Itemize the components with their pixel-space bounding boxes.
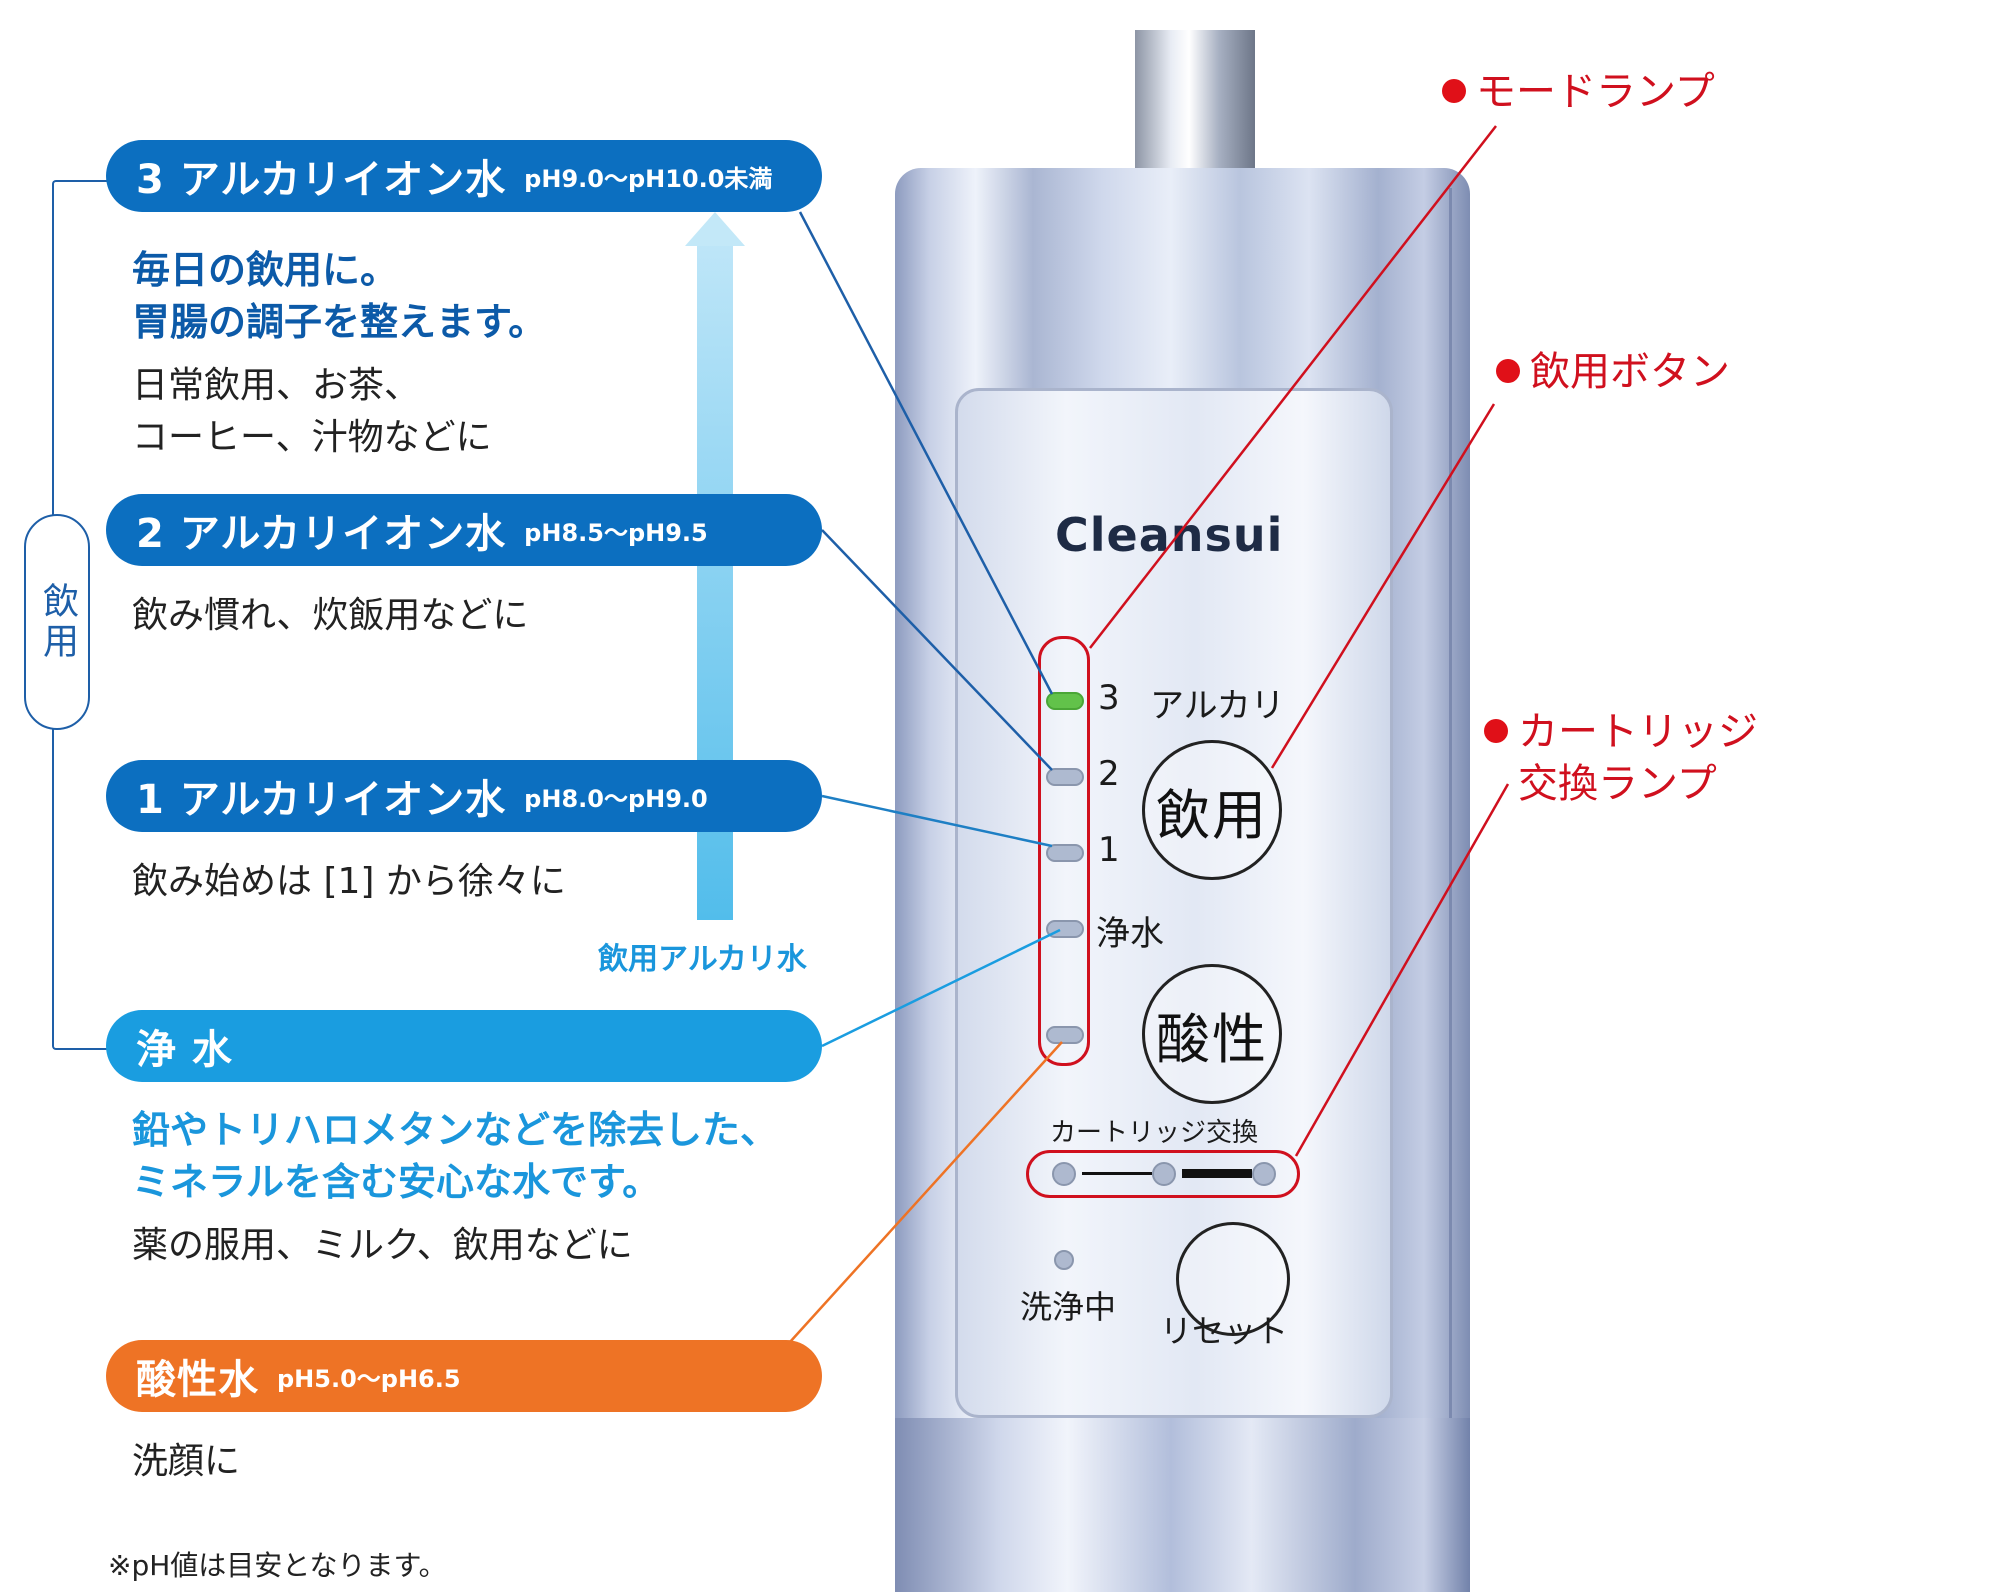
- cartridge-bar-thick: [1182, 1169, 1252, 1178]
- mode-3-headline: 毎日の飲用に。 胃腸の調子を整えます。: [132, 244, 546, 348]
- acid-pill: 酸性水 pH5.0〜pH6.5: [106, 1340, 822, 1412]
- led-label-purified: 浄水: [1096, 914, 1164, 954]
- callout-bullet-icon: [1496, 359, 1520, 383]
- callout-mode-lamp: モードランプ: [1442, 66, 1715, 118]
- device-base: [895, 1418, 1470, 1592]
- purified-usage-line: 薬の服用、ミルク、飲用などに: [132, 1225, 633, 1266]
- cartridge-bar-thin: [1082, 1172, 1152, 1175]
- purified-title: 浄 水: [136, 1027, 233, 1073]
- led-label-1: 1: [1098, 830, 1120, 870]
- purified-pill: 浄 水: [106, 1010, 822, 1082]
- drink-bracket-label: 飲用: [37, 582, 78, 662]
- callout-drink-button-text: 飲用ボタン: [1530, 349, 1730, 395]
- callout-cartridge-lamp: カートリッジ 交換ランプ: [1484, 706, 1758, 810]
- mode-2-title: 2 アルカリイオン水: [136, 511, 507, 557]
- mode-3-title: 3 アルカリイオン水: [136, 157, 507, 203]
- acid-button[interactable]: 酸性: [1142, 964, 1282, 1104]
- callout-cartridge-text-1: カートリッジ: [1518, 709, 1758, 755]
- alkaline-arrow-head: [685, 212, 745, 246]
- cartridge-label: カートリッジ交換: [1050, 1118, 1259, 1148]
- callout-mode-lamp-text: モードランプ: [1476, 69, 1715, 115]
- acid-usage: 洗顔に: [132, 1436, 240, 1488]
- drink-bracket-tab: 飲用: [24, 514, 90, 730]
- led-label-3: 3: [1098, 678, 1120, 718]
- mode-3-usage: 日常飲用、お茶、 コーヒー、汁物などに: [132, 360, 492, 464]
- mode-lamp-highlight: [1038, 636, 1090, 1066]
- led-label-alkali: アルカリ: [1150, 686, 1285, 726]
- faucet-pipe: [1135, 30, 1255, 180]
- mode-1-range: pH8.0〜pH9.0: [524, 784, 708, 813]
- acid-title: 酸性水: [136, 1357, 259, 1403]
- mode-1-title: 1 アルカリイオン水: [136, 777, 507, 823]
- mode-2-pill: 2 アルカリイオン水 pH8.5〜pH9.5: [106, 494, 822, 566]
- mode-1-usage: 飲み始めは [1] から徐々に: [132, 856, 566, 908]
- mode-1-pill: 1 アルカリイオン水 pH8.0〜pH9.0: [106, 760, 822, 832]
- mode-2-usage: 飲み慣れ、炊飯用などに: [132, 590, 528, 642]
- mode-3-headline-line: 毎日の飲用に。: [132, 248, 399, 292]
- alkaline-arrow-label: 飲用アルカリ水: [598, 942, 807, 977]
- callout-bullet-icon: [1484, 719, 1508, 743]
- cartridge-dot-2: [1152, 1162, 1176, 1186]
- led-mode-1: [1046, 844, 1084, 862]
- cartridge-dot-1: [1052, 1162, 1076, 1186]
- mode-3-pill: 3 アルカリイオン水 pH9.0〜pH10.0未満: [106, 140, 822, 212]
- acid-usage-line: 洗顔に: [132, 1441, 241, 1482]
- mode-2-range: pH8.5〜pH9.5: [524, 518, 708, 547]
- mode-1-usage-line: 飲み始めは [1] から徐々に: [132, 861, 566, 902]
- purified-usage: 薬の服用、ミルク、飲用などに: [132, 1220, 633, 1272]
- reset-button[interactable]: [1176, 1222, 1290, 1336]
- mode-3-range: pH9.0〜pH10.0未満: [524, 164, 773, 193]
- washing-lamp: [1054, 1250, 1074, 1270]
- mode-3-usage-line: 日常飲用、お茶、: [132, 365, 421, 406]
- drink-button[interactable]: 飲用: [1142, 740, 1282, 880]
- mode-2-usage-line: 飲み慣れ、炊飯用などに: [132, 595, 529, 636]
- callout-drink-button: 飲用ボタン: [1496, 346, 1730, 398]
- purified-headline-line: ミネラルを含む安心な水です。: [132, 1160, 661, 1204]
- mode-3-usage-line: コーヒー、汁物などに: [132, 417, 492, 458]
- washing-label: 洗浄中: [1020, 1288, 1117, 1326]
- purified-headline: 鉛やトリハロメタンなどを除去した、 ミネラルを含む安心な水です。: [132, 1104, 778, 1208]
- callout-cartridge-text-2: 交換ランプ: [1518, 761, 1717, 807]
- reset-label: リセット: [1160, 1312, 1289, 1350]
- cartridge-dot-3: [1252, 1162, 1276, 1186]
- ph-note: ※pH値は目安となります。: [108, 1549, 447, 1582]
- led-label-2: 2: [1098, 754, 1120, 794]
- callout-bullet-icon: [1442, 79, 1466, 103]
- led-mode-2: [1046, 768, 1084, 786]
- mode-3-headline-line: 胃腸の調子を整えます。: [132, 300, 547, 344]
- purified-headline-line: 鉛やトリハロメタンなどを除去した、: [132, 1108, 779, 1152]
- brand-logo: Cleansui: [1055, 508, 1284, 562]
- acid-range: pH5.0〜pH6.5: [277, 1364, 461, 1393]
